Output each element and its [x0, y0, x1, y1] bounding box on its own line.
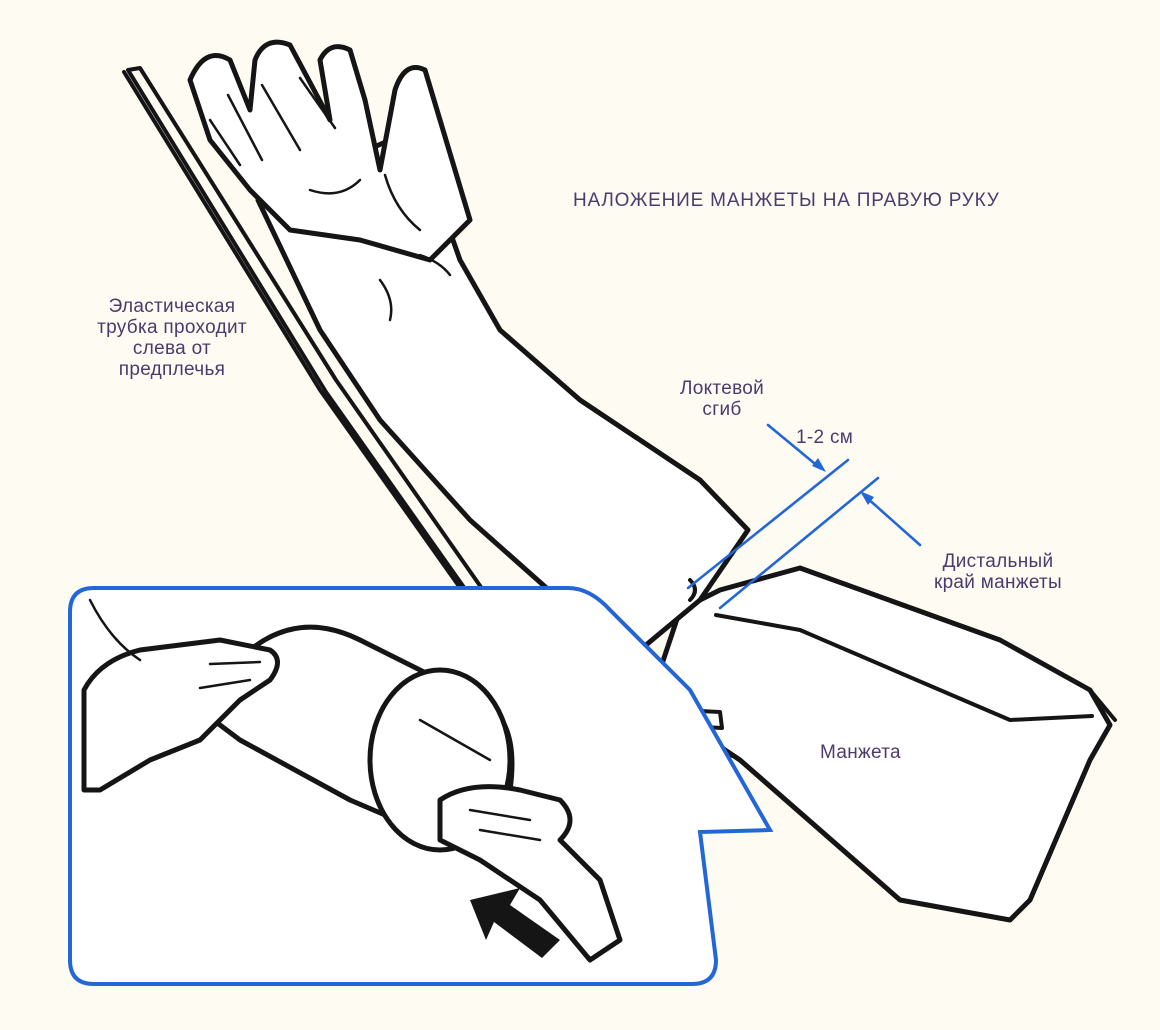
gap-label: 1-2 см [796, 427, 853, 448]
distal-edge-label: Дистальный край манжеты [902, 551, 1094, 593]
tube-label: Эластическая трубка проходит слева от пр… [56, 296, 288, 380]
cuff-label: Манжета [820, 742, 901, 763]
elbow-bend-label: Локтевой сгиб [667, 378, 777, 420]
diagram-title: НАЛОЖЕНИЕ МАНЖЕТЫ НА ПРАВУЮ РУКУ [573, 190, 1000, 211]
